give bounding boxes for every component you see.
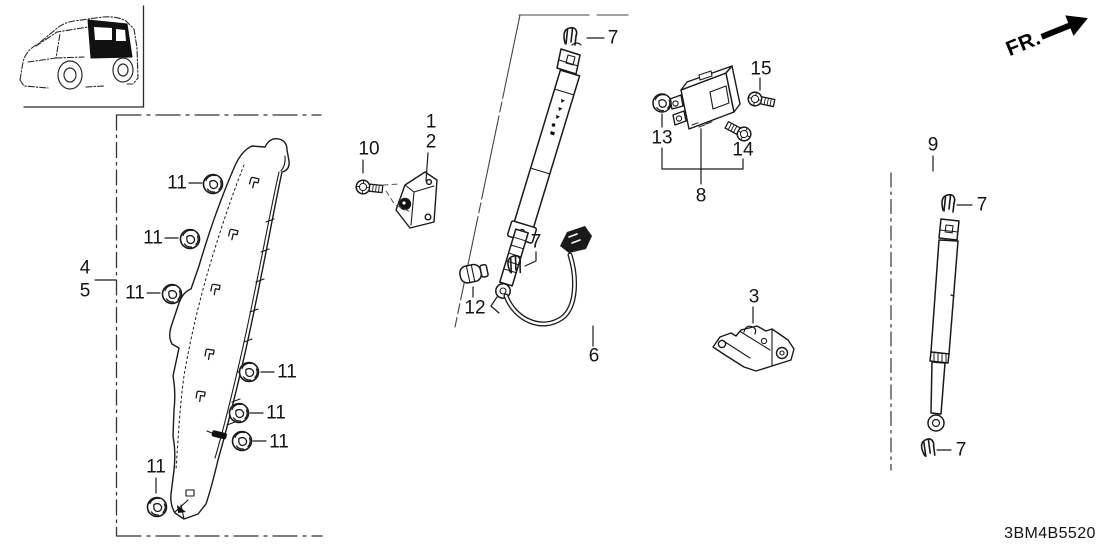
tailgate-strut-6-drawing [490, 42, 582, 314]
vehicle-highlighted-tailgate [87, 19, 133, 59]
callout-5: 5 [79, 280, 91, 302]
callout-3: 3 [748, 286, 760, 308]
clip-grommet-icon [228, 402, 250, 424]
retainer-clip-7-icon [919, 437, 938, 459]
clip-grommet-icon [161, 283, 183, 305]
pillar-foot-detail [174, 489, 195, 520]
vehicle-wheels [57, 57, 134, 90]
leader-lines [94, 37, 973, 494]
callout-9: 9 [927, 134, 939, 156]
callout-14: 14 [732, 139, 754, 161]
fr-direction-indicator: FR. [1002, 4, 1095, 63]
harness-connector [560, 226, 592, 253]
callout-12: 12 [464, 297, 486, 319]
flange-bolt-15-icon [746, 90, 777, 111]
clip-grommet-icon [146, 496, 168, 518]
strut-print-marks [550, 99, 565, 136]
callout-6: 6 [588, 345, 600, 367]
callout-4: 4 [79, 257, 91, 279]
clip-grommet-icon [231, 430, 253, 452]
pillar-garnish-drawing [169, 137, 290, 520]
strut-harness [503, 226, 592, 327]
tailgate-strut-9-drawing [927, 218, 960, 432]
retainer-clip-7-icon [941, 193, 956, 213]
callout-11-2: 11 [143, 227, 163, 249]
vehicle-outline [19, 16, 139, 89]
callout-13: 13 [651, 127, 673, 149]
clip-grommet-icon [238, 361, 260, 383]
pillar-stud [206, 430, 227, 440]
grommet-13-icon [652, 93, 672, 113]
callout-2: 2 [425, 131, 437, 153]
callout-11-4: 11 [277, 361, 297, 383]
callout-7-strut9-top: 7 [976, 194, 988, 216]
callout-11-5: 11 [266, 402, 286, 424]
callout-15: 15 [750, 58, 772, 80]
callout-7-strut6-top: 7 [607, 27, 619, 49]
callout-7-strut9-bottom: 7 [955, 439, 967, 461]
mount-bracket-drawing [395, 171, 438, 229]
vehicle-inset-frame [23, 5, 145, 108]
latch-bracket-drawing [712, 325, 795, 372]
diagram-code: 3BM4B5520 [1004, 525, 1096, 542]
callout-8: 8 [695, 185, 707, 207]
clip-grommet-icon [202, 173, 224, 195]
flange-bolt-10-icon [354, 178, 384, 197]
bolt-10-phantom-lines [382, 183, 412, 213]
callout-1: 1 [425, 111, 437, 133]
control-unit-drawing [669, 65, 741, 130]
callout-11-3: 11 [125, 282, 145, 304]
parts-zone-box [115, 114, 323, 537]
callout-11-6: 11 [269, 431, 289, 453]
clip-grommet-icon [179, 228, 201, 250]
fr-arrow-icon [1040, 15, 1089, 40]
vehicle-inset [19, 5, 145, 108]
wire-grommet-12-icon [459, 263, 489, 284]
callout-11-1: 11 [167, 172, 187, 194]
callout-10: 10 [358, 138, 380, 160]
callout-7-strut6-bottom: 7 [530, 231, 542, 253]
retainer-clip-7-icon [563, 26, 578, 46]
callout-11-7: 11 [146, 456, 166, 478]
